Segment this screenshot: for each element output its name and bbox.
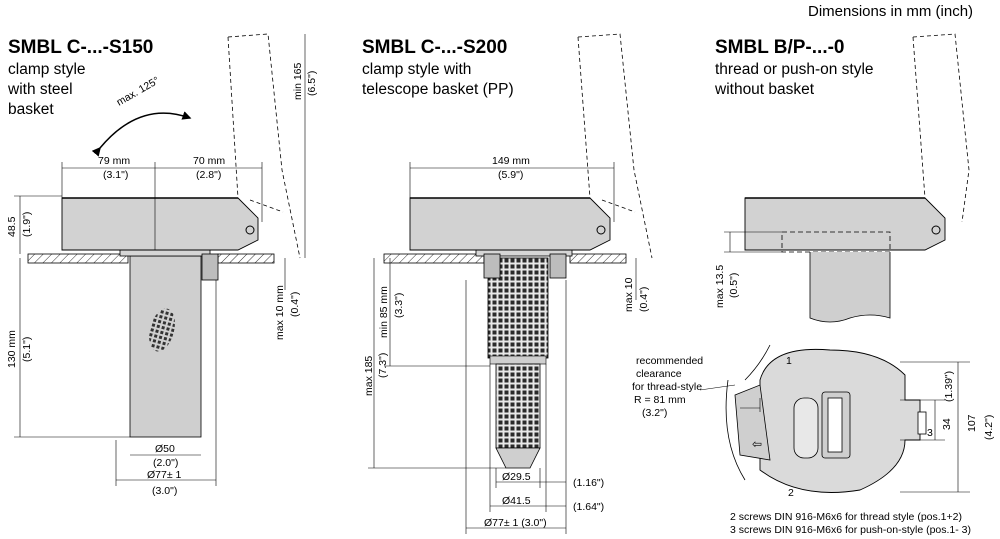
clearance-arc [725, 379, 746, 481]
dim-149-inch: (5.9") [498, 169, 523, 181]
product-title-bp0: SMBL B/P-...-0 [715, 37, 845, 58]
clamp [201, 253, 219, 281]
tank-wall-right [217, 253, 275, 264]
dim-d77-inch: (3.0") [152, 485, 177, 497]
tank-wall-right [569, 253, 627, 264]
arrow-icon: ⇦ [752, 437, 762, 451]
dim-139-inch: (1.39") [943, 371, 955, 402]
dim-79-inch: (3.1") [103, 169, 128, 181]
units-note: Dimensions in mm (inch) [808, 3, 974, 20]
dim-max135-inch: (0.5") [728, 273, 740, 298]
dim-70-inch: (2.8") [196, 169, 221, 181]
clearance-line-3: for thread-style [632, 381, 702, 393]
product-desc-s200-1: clamp style with [362, 61, 472, 78]
lid-housing [744, 197, 946, 251]
position-3: 3 [927, 427, 933, 439]
product-desc-s200-2: telescope basket (PP) [362, 81, 514, 98]
dim-min85-inch: (3.3") [393, 293, 405, 318]
dim-d295-inch: (1.16") [573, 477, 604, 489]
dim-d415: Ø41.5 [502, 495, 531, 507]
dim-34: 34 [941, 418, 953, 430]
clearance-line-2: clearance [636, 368, 682, 380]
dim-d295: Ø29.5 [502, 471, 531, 483]
dim-48-inch: (1.9") [21, 212, 33, 237]
dim-max10: max 10 [623, 277, 635, 312]
dim-min165-inch: (6.5") [306, 71, 318, 96]
dim-130: 130 mm [6, 330, 18, 368]
dim-42-inch: (4.2") [983, 415, 995, 440]
dim-max10-inch: (0.4") [289, 292, 301, 317]
drawing-s150: 79 mm (3.1") 70 mm (2.8") max. 125° min … [6, 33, 318, 497]
dim-79: 79 mm [98, 155, 130, 167]
open-lid-outline [227, 33, 301, 259]
dim-d415-inch: (1.64") [573, 501, 604, 513]
dim-70: 70 mm [193, 155, 225, 167]
open-lid-outline [912, 33, 970, 223]
dim-max10: max 10 mm [274, 285, 286, 340]
dim-max10-inch: (0.4") [638, 287, 650, 312]
drawing-s200: 149 mm (5.9") min 85 mm (3.3") max 185 (… [363, 33, 653, 534]
position-2: 2 [788, 487, 794, 499]
tank-wall-left [27, 253, 129, 264]
open-lid-outline [577, 33, 653, 259]
dim-107: 107 [966, 414, 978, 432]
product-desc-s150-1: clamp style [8, 61, 86, 78]
drawing-bp0: max 13.5 (0.5") ⇦ recommended clearance … [632, 33, 995, 536]
dim-min165: min 165 [292, 62, 304, 100]
position-1: 1 [786, 355, 792, 367]
lid-housing [409, 197, 611, 251]
telescope-basket-lower [495, 363, 541, 449]
product-title-s200: SMBL C-...-S200 [362, 37, 508, 58]
tank-wall-left [383, 253, 485, 264]
rotation-arrow [91, 111, 192, 157]
dim-angle: max. 125° [115, 75, 162, 109]
screw-note-2: 3 screws DIN 916-M6x6 for push-on-style … [730, 524, 971, 536]
dim-48: 48.5 [6, 216, 18, 237]
screw-note-1: 2 screws DIN 916-M6x6 for thread style (… [730, 511, 962, 523]
dim-d77: Ø77± 1 [147, 469, 182, 481]
dim-min85: min 85 mm [378, 286, 390, 338]
dim-d50-inch: (2.0") [153, 457, 178, 469]
dim-max135: max 13.5 [714, 265, 726, 308]
clearance-line-5: (3.2") [642, 407, 667, 419]
product-desc-bp0-1: thread or push-on style [715, 61, 874, 78]
dim-d50: Ø50 [155, 443, 175, 455]
dim-max185: max 185 [363, 356, 375, 396]
dim-130-inch: (5.1") [21, 337, 33, 362]
product-title-s150: SMBL C-...-S150 [8, 37, 154, 58]
product-desc-s150-2: with steel [8, 81, 73, 98]
dim-d77: Ø77± 1 (3.0") [484, 517, 547, 529]
thread-neck [809, 252, 891, 323]
product-desc-s150-3: basket [8, 101, 54, 118]
dim-149: 149 mm [492, 155, 530, 167]
dim-max185-inch: (7.3") [377, 353, 389, 378]
lid-housing [61, 197, 259, 251]
clearance-line-1: recommended [636, 355, 703, 367]
product-desc-bp0-2: without basket [715, 81, 815, 98]
clearance-line-4: R = 81 mm [634, 394, 686, 406]
basket-mesh [149, 308, 175, 352]
